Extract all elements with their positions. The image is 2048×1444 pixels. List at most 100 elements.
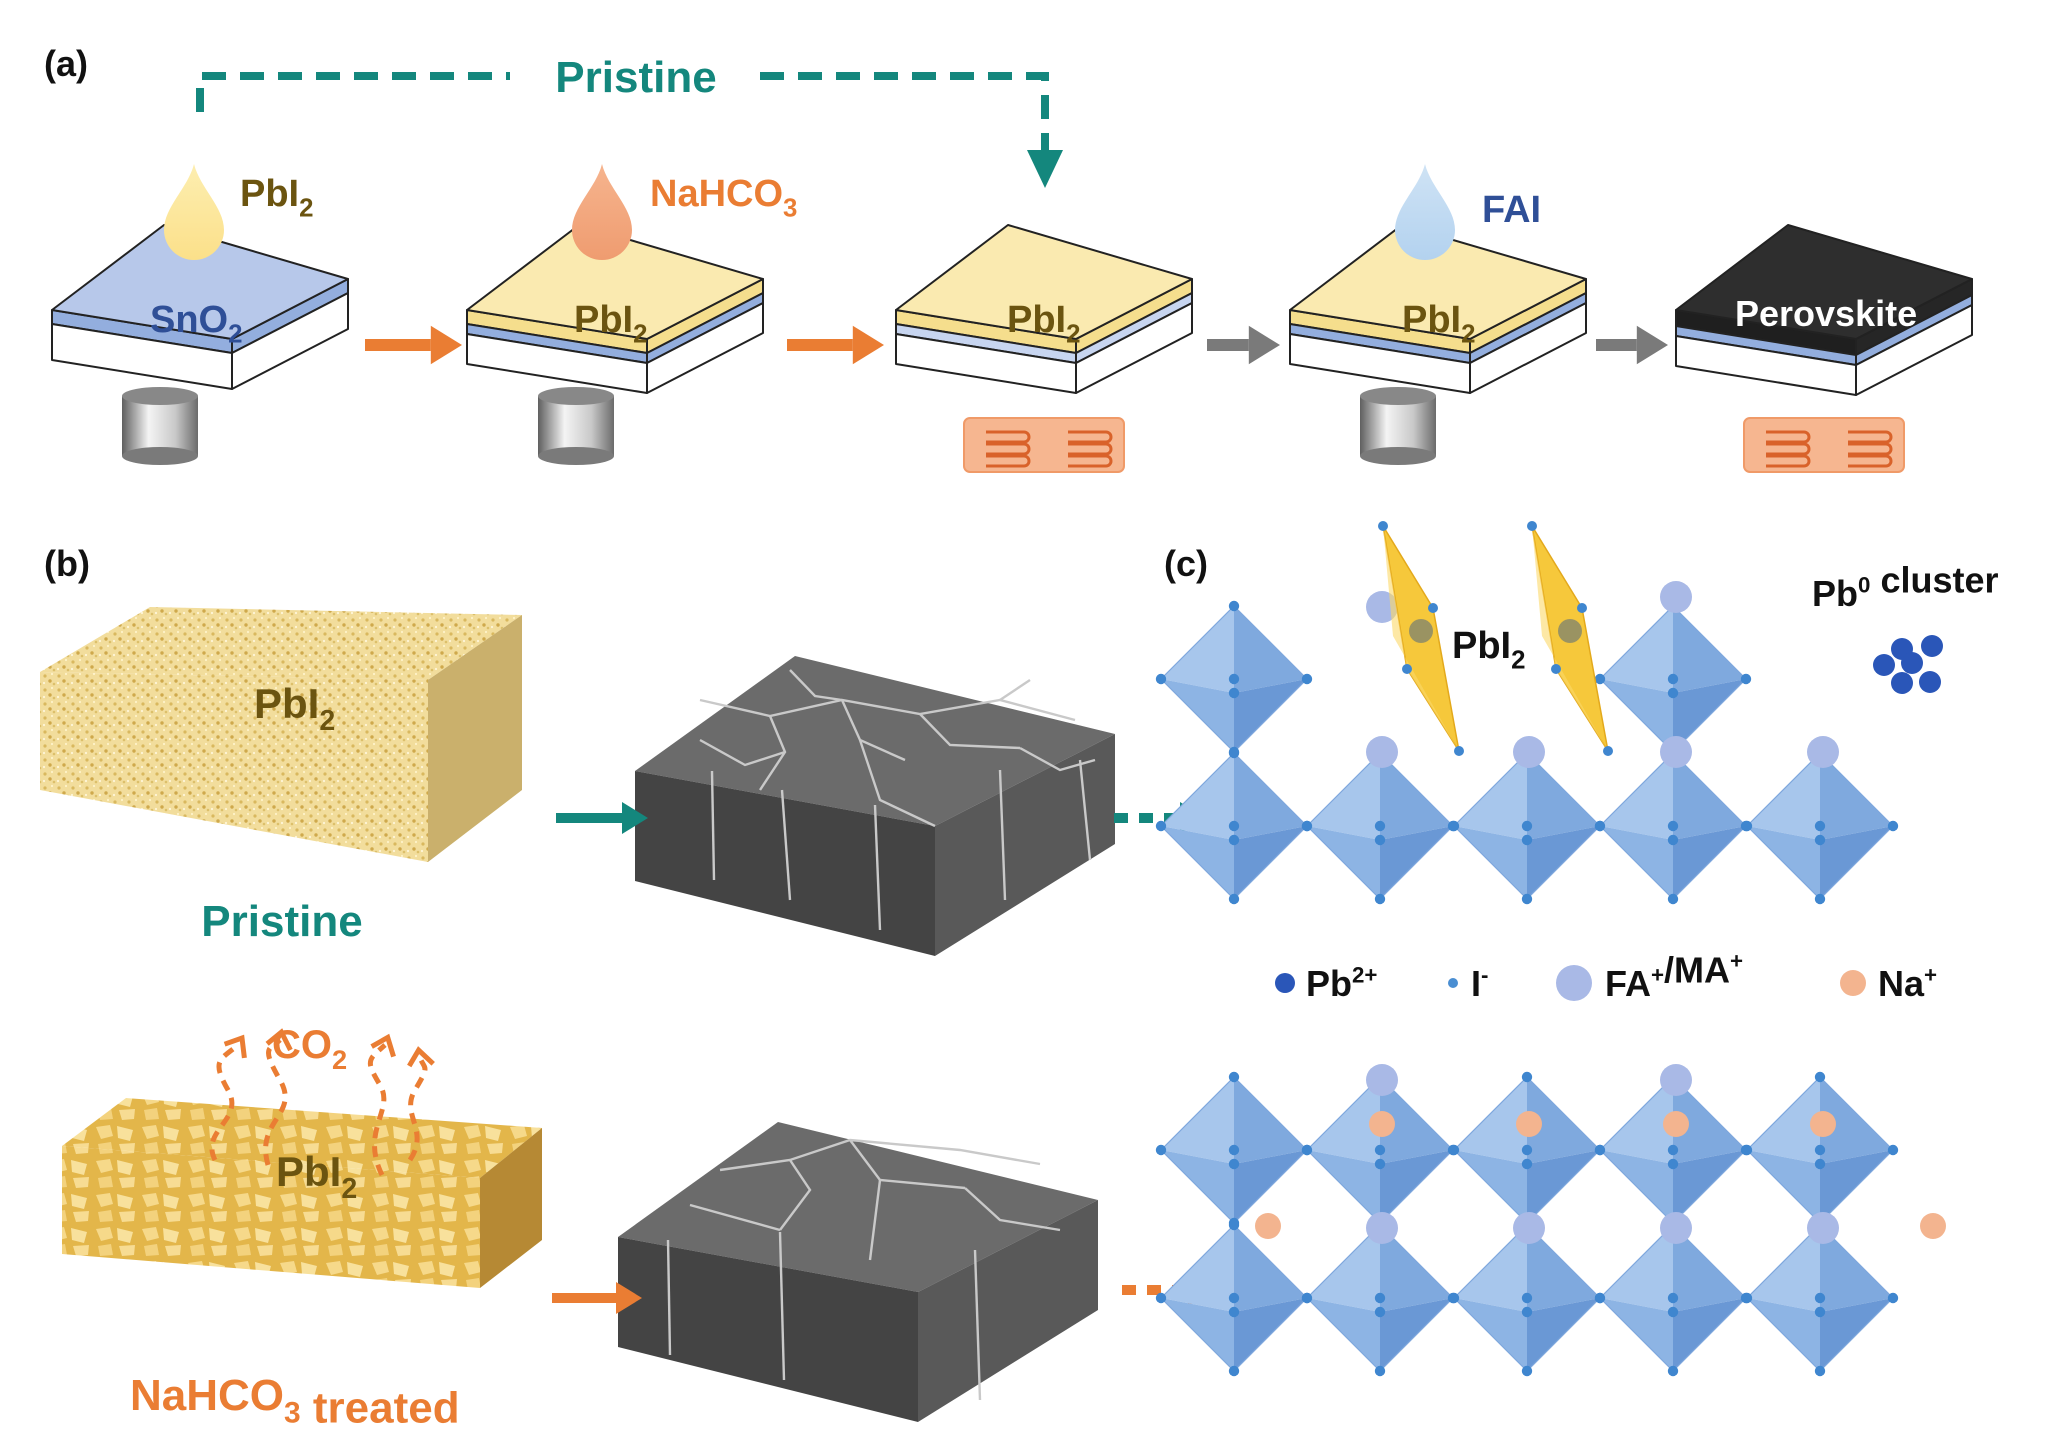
legend-label-2: FA+/MA+ — [1605, 949, 1743, 1004]
iodide-ion — [1374, 1365, 1386, 1377]
iodide-ion — [1814, 1144, 1826, 1156]
na-cation — [1369, 1111, 1395, 1137]
pbi2-layer-label: PbI2 — [1402, 299, 1476, 349]
iodide-ion — [1594, 1292, 1606, 1304]
iodide-ion — [1667, 673, 1679, 685]
iodide-ion — [1374, 1292, 1386, 1304]
iodide-ion — [1374, 820, 1386, 832]
iodide-ion — [1228, 1306, 1240, 1318]
iodide-ion — [1814, 834, 1826, 846]
pbi2-film-porous — [62, 1098, 542, 1288]
spin-coater-chuck — [122, 387, 198, 465]
iodide-ion — [1301, 1292, 1313, 1304]
fa-ma-cation — [1366, 1064, 1398, 1096]
iodide-ion — [1594, 673, 1606, 685]
na-cation — [1920, 1213, 1946, 1239]
iodide-ion — [1667, 687, 1679, 699]
pb0-cluster-label: Pb0 cluster — [1812, 559, 1999, 614]
iodide-ion — [1228, 1219, 1240, 1231]
pristine-route-arrow — [196, 72, 1063, 188]
na-cation — [1516, 1111, 1542, 1137]
sno2-layer-label: SnO2 — [150, 299, 243, 349]
pbi6-octahedron — [1155, 1071, 1313, 1229]
panel-label-a: (a) — [44, 43, 88, 84]
pbi2-drop-icon — [164, 164, 224, 260]
pbi6-octahedron — [1301, 1219, 1459, 1377]
pbi6-octahedron — [1448, 1071, 1606, 1229]
iodide-ion — [1521, 893, 1533, 905]
fa-ma-cation — [1807, 736, 1839, 768]
iodide-ion — [1814, 1292, 1826, 1304]
pbi6-octahedron — [1155, 747, 1313, 905]
iodide-ion — [1521, 1071, 1533, 1083]
perovskite-lattice-treated — [1155, 1064, 1946, 1377]
pbi2-layer-label: PbI2 — [1007, 299, 1081, 349]
iodide-ion — [1374, 1158, 1386, 1170]
perovskite-film-pristine — [635, 656, 1115, 956]
iodide-ion — [1887, 1292, 1899, 1304]
spin-coater-chuck — [1360, 387, 1436, 465]
pbi6-octahedron — [1741, 747, 1899, 905]
fa-ma-cation — [1660, 1064, 1692, 1096]
legend-label-0: Pb2+ — [1306, 962, 1377, 1004]
iodide-ion — [1740, 673, 1752, 685]
iodide-ion — [1667, 834, 1679, 846]
iodide-ion — [1374, 834, 1386, 846]
iodide-ion — [1228, 600, 1240, 612]
iodide-ion — [1667, 820, 1679, 832]
pristine-caption: Pristine — [201, 897, 362, 946]
iodide-ion — [1667, 893, 1679, 905]
iodide-ion — [1228, 1071, 1240, 1083]
fai-drop-icon — [1395, 164, 1455, 260]
legend-label-3: Na+ — [1878, 962, 1937, 1004]
pbi2-film-label: PbI2 — [254, 680, 335, 737]
iodide-ion — [1814, 1158, 1826, 1170]
perovskite-layer-label: Perovskite — [1735, 293, 1917, 334]
pbi6-octahedron — [1741, 1219, 1899, 1377]
pbi6-octahedron — [1448, 1219, 1606, 1377]
fa-ma-cation — [1513, 1212, 1545, 1244]
iodide-ion — [1741, 1292, 1753, 1304]
panel-a — [51, 72, 1973, 473]
iodide-ion — [1887, 820, 1899, 832]
nahco3-treated-caption: NaHCO3 treated — [130, 1371, 460, 1432]
pbi6-octahedron — [1741, 1071, 1899, 1229]
iodide-ion — [1301, 1144, 1313, 1156]
fa-ma-cation — [1660, 581, 1692, 613]
iodide-ion — [1228, 834, 1240, 846]
process-arrow — [556, 802, 648, 834]
perovskite-lattice-pristine — [1155, 521, 1943, 905]
iodide-ion — [1814, 820, 1826, 832]
pbi2-slab — [1378, 521, 1464, 756]
pbi2-film-pristine — [40, 607, 522, 862]
pristine-route-label: Pristine — [555, 53, 716, 102]
iodide-ion — [1155, 673, 1167, 685]
hot-plate — [963, 417, 1125, 473]
legend-marker-3 — [1840, 970, 1866, 996]
pbi6-octahedron — [1301, 1071, 1459, 1229]
pbi6-octahedron — [1301, 747, 1459, 905]
substrate-pbi2-fai — [1289, 224, 1587, 394]
fa-ma-cation — [1366, 736, 1398, 768]
iodide-ion — [1228, 673, 1240, 685]
fa-ma-cation — [1807, 1212, 1839, 1244]
pbi6-octahedron — [1594, 747, 1752, 905]
co2-release-arrows — [209, 1028, 435, 1177]
iodide-ion — [1814, 893, 1826, 905]
nahco3-drop-label: NaHCO3 — [650, 173, 797, 223]
na-cation — [1810, 1111, 1836, 1137]
legend-label-1: I- — [1471, 962, 1488, 1004]
iodide-ion — [1228, 1158, 1240, 1170]
fa-ma-cation — [1513, 736, 1545, 768]
nahco3-drop-icon — [572, 164, 632, 260]
na-cation — [1255, 1213, 1281, 1239]
process-arrow — [552, 1282, 642, 1314]
legend-marker-2 — [1556, 965, 1592, 1001]
panel-label-b: (b) — [44, 543, 90, 584]
iodide-ion — [1521, 1365, 1533, 1377]
legend-marker-1 — [1448, 978, 1458, 988]
pbi6-octahedron — [1594, 600, 1752, 758]
substrate-sno2 — [51, 224, 349, 390]
substrate-perovskite — [1675, 224, 1973, 396]
pbi2-lattice-label: PbI2 — [1452, 625, 1526, 675]
